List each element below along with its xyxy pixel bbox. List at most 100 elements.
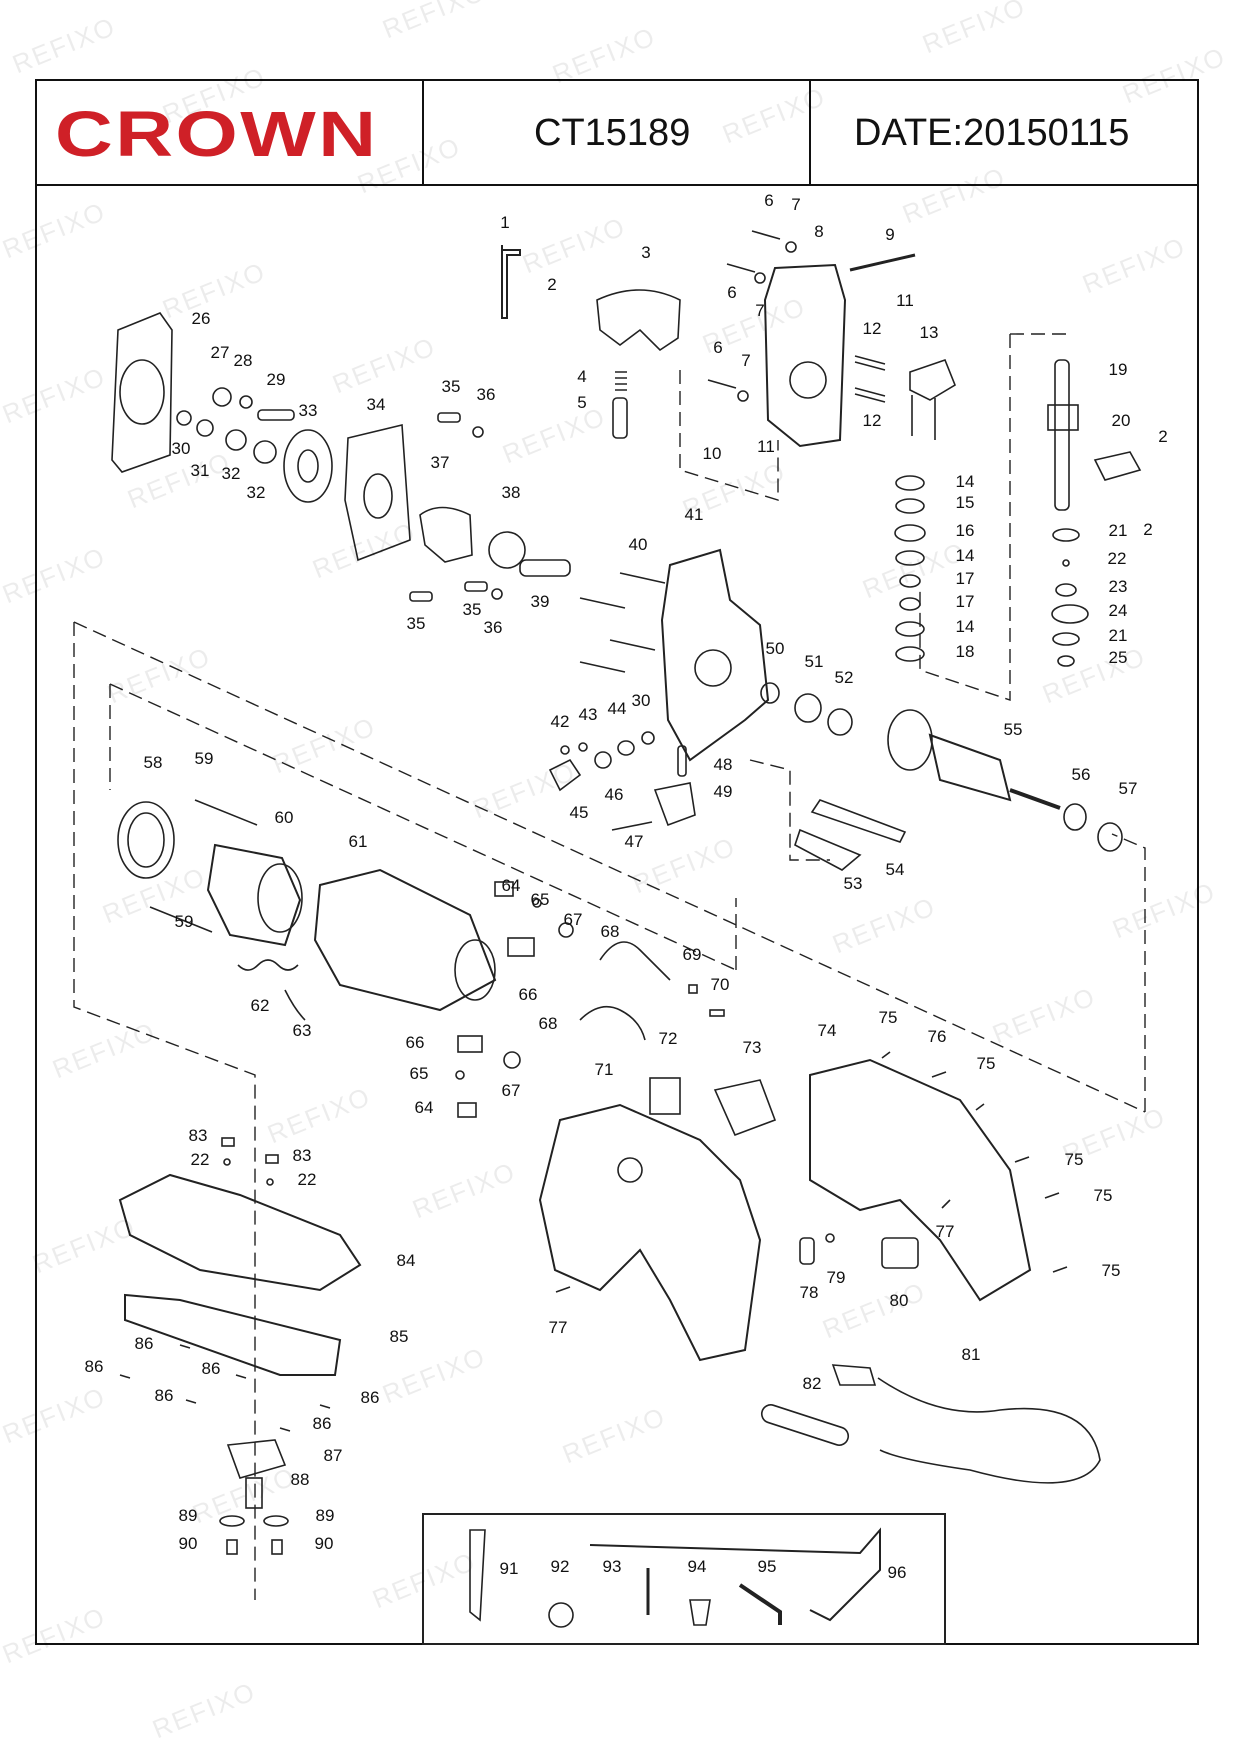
part-callout-46: 46 — [605, 785, 624, 804]
part-callout-86: 86 — [202, 1359, 221, 1378]
assembly-guide-lines — [73, 333, 1146, 1600]
part-callout-75: 75 — [977, 1054, 996, 1073]
part-callout-63: 63 — [293, 1021, 312, 1040]
part-callout-59: 59 — [175, 912, 194, 931]
part-callout-44: 44 — [608, 699, 627, 718]
part-callout-39: 39 — [531, 592, 550, 611]
part-callout-66: 66 — [406, 1033, 425, 1052]
part-callout-21: 21 — [1109, 521, 1128, 540]
part-callout-85: 85 — [390, 1327, 409, 1346]
part-callout-82: 82 — [803, 1374, 822, 1393]
part-callout-7: 7 — [741, 351, 750, 370]
part-callout-32: 32 — [247, 483, 266, 502]
part-callout-89: 89 — [316, 1506, 335, 1525]
part-callout-6: 6 — [727, 283, 736, 302]
part-callout-2: 2 — [1158, 427, 1167, 446]
part-callout-7: 7 — [791, 195, 800, 214]
model-number: CT15189 — [534, 112, 691, 154]
part-callout-95: 95 — [758, 1557, 777, 1576]
part-callout-81: 81 — [962, 1345, 981, 1364]
part-callout-84: 84 — [397, 1251, 416, 1270]
part-callout-70: 70 — [711, 975, 730, 994]
part-callout-37: 37 — [431, 453, 450, 472]
part-callout-33: 33 — [299, 401, 318, 420]
part-callout-91: 91 — [500, 1559, 519, 1578]
part-callout-67: 67 — [564, 910, 583, 929]
part-callout-5: 5 — [577, 393, 586, 412]
part-callout-11: 11 — [757, 437, 775, 456]
part-callout-58: 58 — [144, 753, 163, 772]
part-callout-2: 2 — [547, 275, 556, 294]
part-callout-75: 75 — [879, 1008, 898, 1027]
part-callout-75: 75 — [1094, 1186, 1113, 1205]
part-callout-22: 22 — [191, 1150, 210, 1169]
part-callout-56: 56 — [1072, 765, 1091, 784]
part-callout-68: 68 — [539, 1014, 558, 1033]
part-callout-65: 65 — [531, 890, 550, 909]
part-callout-61: 61 — [349, 832, 368, 851]
part-callout-59: 59 — [195, 749, 214, 768]
part-callout-15: 15 — [956, 493, 975, 512]
part-callout-3: 3 — [641, 243, 650, 262]
part-callout-18: 18 — [956, 642, 975, 661]
diagram-date: DATE:20150115 — [854, 112, 1130, 154]
part-callout-2: 2 — [1143, 520, 1152, 539]
part-callout-30: 30 — [172, 439, 191, 458]
part-callout-88: 88 — [291, 1470, 310, 1489]
part-callout-4: 4 — [577, 367, 586, 386]
part-callout-86: 86 — [313, 1414, 332, 1433]
part-callout-72: 72 — [659, 1029, 678, 1048]
part-callout-69: 69 — [683, 945, 702, 964]
part-callout-62: 62 — [251, 996, 270, 1015]
part-callout-42: 42 — [551, 712, 570, 731]
part-callout-86: 86 — [85, 1357, 104, 1376]
part-callout-35: 35 — [463, 600, 482, 619]
part-callout-49: 49 — [714, 782, 733, 801]
part-callout-40: 40 — [629, 535, 648, 554]
part-callout-28: 28 — [234, 351, 253, 370]
part-callout-94: 94 — [688, 1557, 707, 1576]
part-callout-32: 32 — [222, 464, 241, 483]
part-callout-38: 38 — [502, 483, 521, 502]
part-callout-51: 51 — [805, 652, 824, 671]
part-callout-89: 89 — [179, 1506, 198, 1525]
part-callout-60: 60 — [275, 808, 294, 827]
part-callout-47: 47 — [625, 832, 644, 851]
part-callout-36: 36 — [477, 385, 496, 404]
part-callout-16: 16 — [956, 521, 975, 540]
part-callout-12: 12 — [863, 319, 882, 338]
part-callout-96: 96 — [888, 1563, 907, 1582]
part-callout-41: 41 — [685, 505, 704, 524]
part-callout-6: 6 — [764, 191, 773, 210]
part-callout-11: 11 — [896, 291, 914, 310]
part-callout-35: 35 — [442, 377, 461, 396]
part-callout-66: 66 — [519, 985, 538, 1004]
part-callout-67: 67 — [502, 1081, 521, 1100]
part-callout-26: 26 — [192, 309, 211, 328]
part-callout-64: 64 — [502, 876, 521, 895]
part-callout-83: 83 — [189, 1126, 208, 1145]
part-callout-10: 10 — [703, 444, 722, 463]
part-callout-1: 1 — [500, 213, 509, 232]
part-callout-50: 50 — [766, 639, 785, 658]
part-callout-53: 53 — [844, 874, 863, 893]
part-callout-14: 14 — [956, 617, 975, 636]
part-callout-71: 71 — [595, 1060, 614, 1079]
part-callout-22: 22 — [298, 1170, 317, 1189]
part-callout-65: 65 — [410, 1064, 429, 1083]
part-callout-52: 52 — [835, 668, 854, 687]
part-callout-17: 17 — [956, 592, 975, 611]
crown-logo: CROWN — [55, 98, 379, 170]
part-callout-90: 90 — [179, 1534, 198, 1553]
part-callout-20: 20 — [1112, 411, 1131, 430]
part-callout-64: 64 — [415, 1098, 434, 1117]
part-callout-75: 75 — [1102, 1261, 1121, 1280]
part-callout-68: 68 — [601, 922, 620, 941]
part-callout-13: 13 — [920, 323, 939, 342]
part-callout-77: 77 — [549, 1318, 568, 1337]
part-callout-31: 31 — [191, 461, 210, 480]
part-callout-73: 73 — [743, 1038, 762, 1057]
part-callout-77: 77 — [936, 1222, 955, 1241]
part-callout-54: 54 — [886, 860, 905, 879]
